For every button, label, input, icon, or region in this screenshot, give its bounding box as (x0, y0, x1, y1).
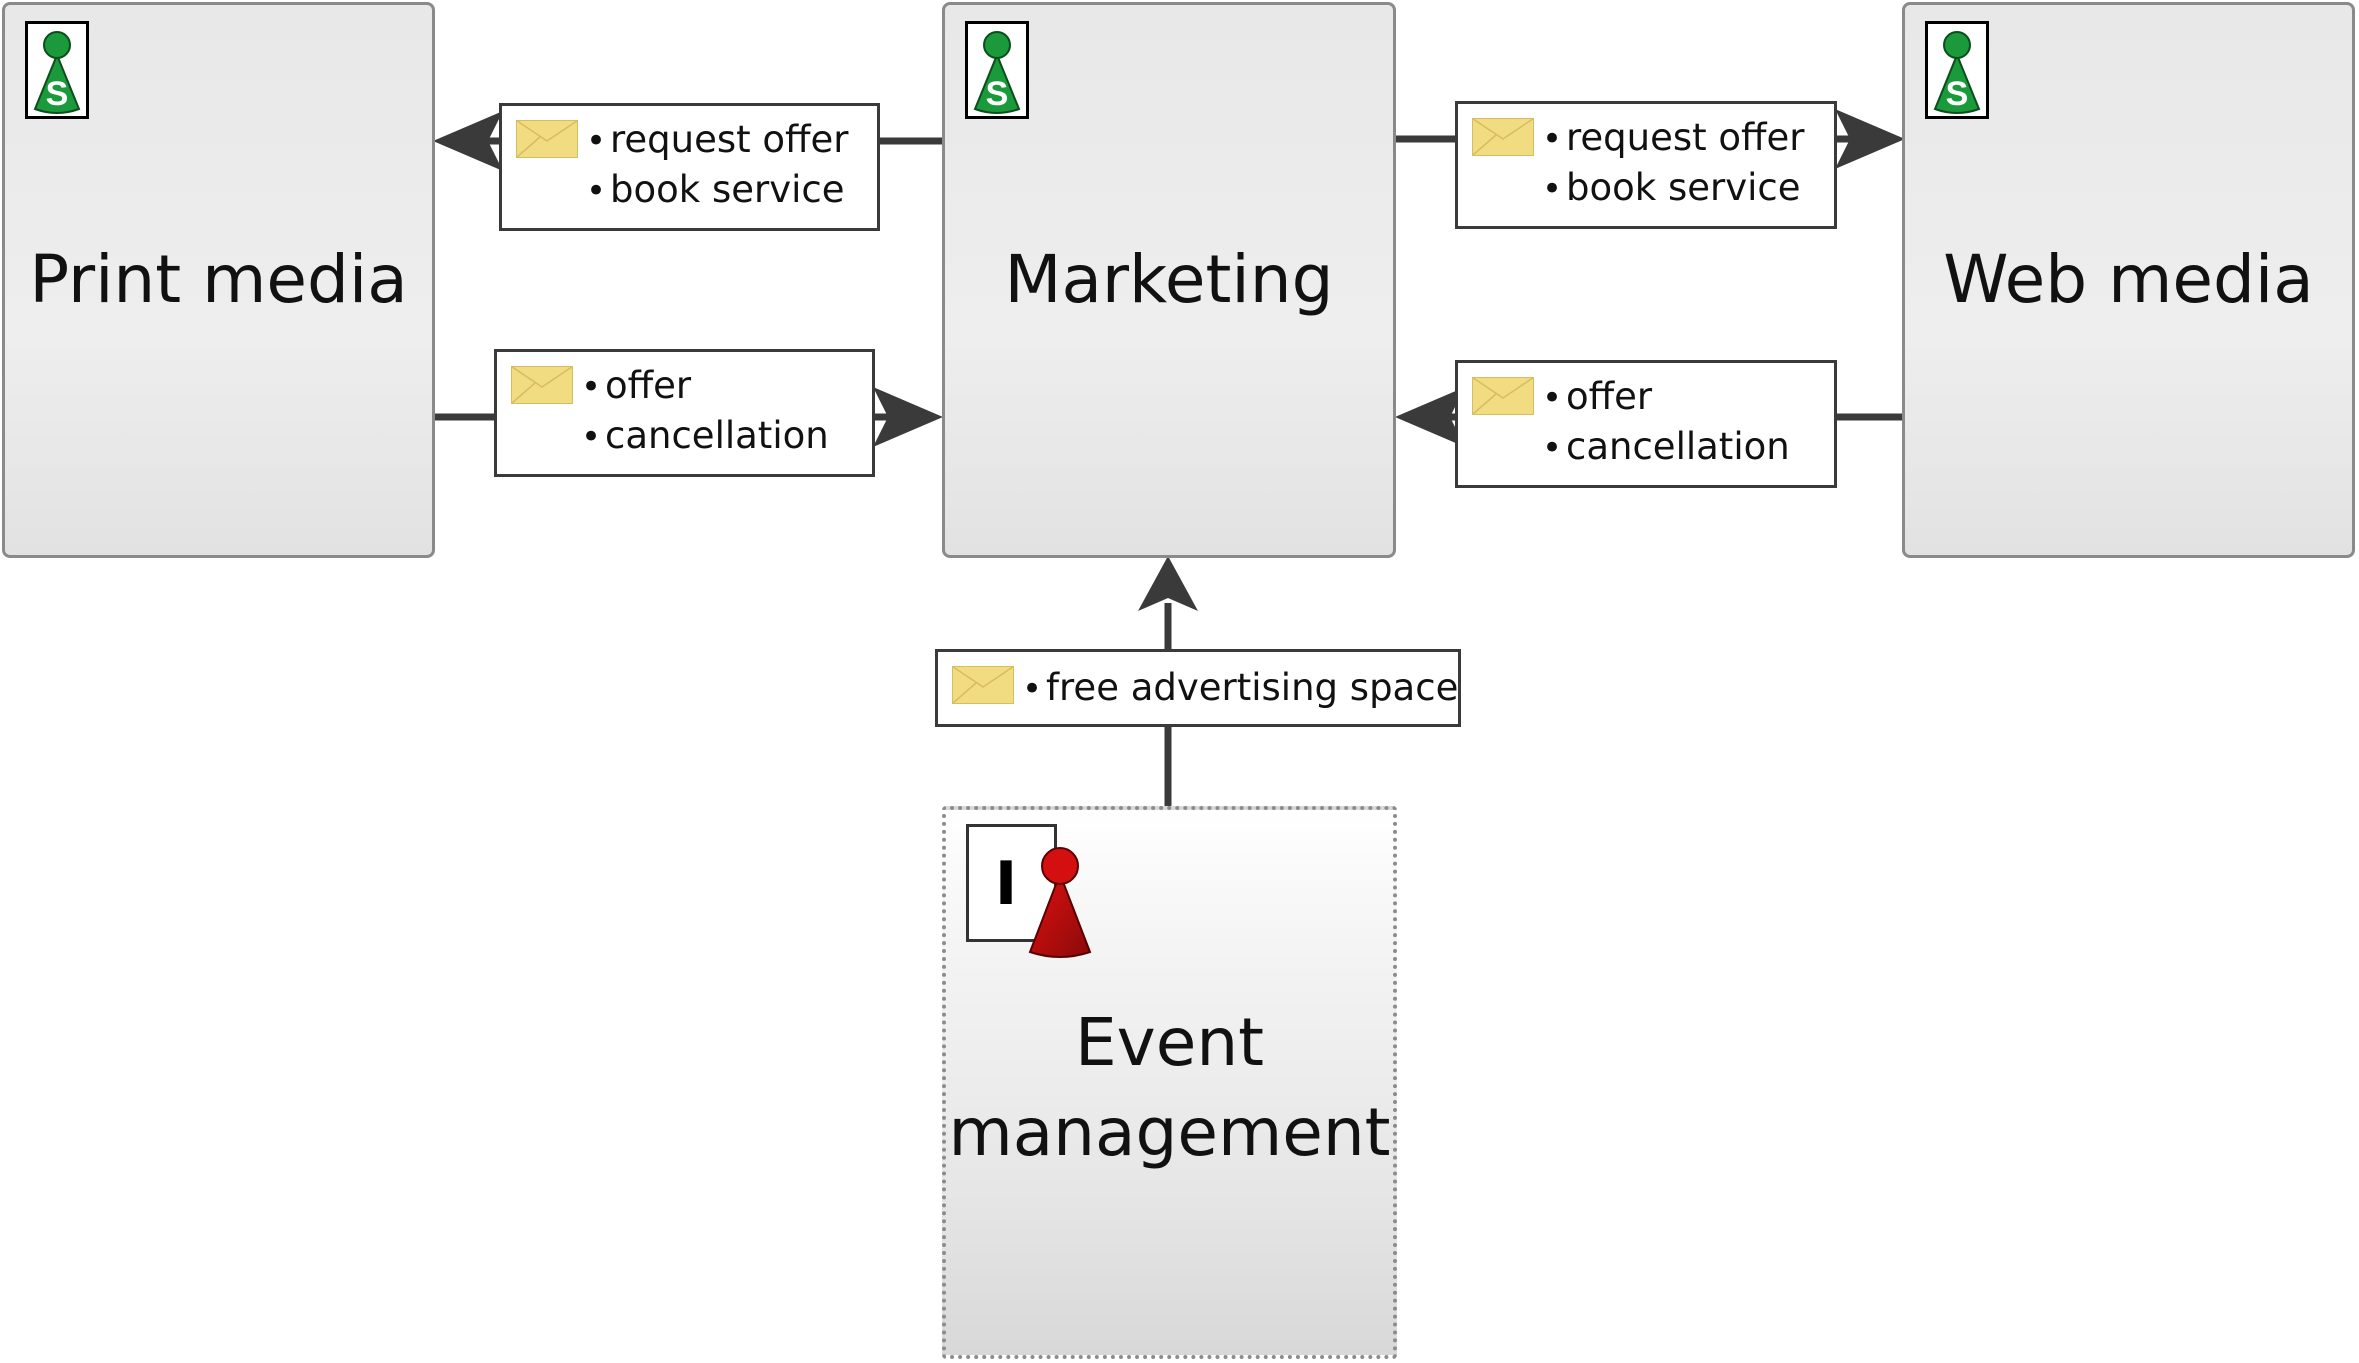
message-item: free advertising space (1018, 666, 1458, 711)
message-box-print-to-marketing[interactable]: offer cancellation (494, 349, 875, 477)
message-item: offer (577, 364, 691, 409)
arrowhead-print (433, 111, 503, 171)
message-item: offer (1538, 375, 1652, 420)
envelope-icon (511, 366, 573, 404)
message-item: request offer (582, 118, 849, 163)
message-item: cancellation (577, 414, 829, 459)
message-box-marketing-to-print[interactable]: request offer book service (499, 103, 880, 231)
envelope-icon (952, 666, 1014, 704)
message-box-event-to-marketing[interactable]: free advertising space (935, 649, 1461, 727)
subject-print-media[interactable]: S Print media (2, 2, 435, 558)
subject-web-media[interactable]: S Web media (1902, 2, 2355, 558)
message-box-marketing-to-web[interactable]: request offer book service (1455, 101, 1837, 229)
message-item: book service (1538, 166, 1800, 211)
subject-title: Print media (29, 241, 408, 318)
message-item: cancellation (1538, 425, 1790, 470)
svg-text:S: S (1946, 75, 1969, 113)
subject-event-management[interactable]: I Event management (942, 806, 1397, 1359)
message-item: request offer (1538, 116, 1805, 161)
message-box-web-to-marketing[interactable]: offer cancellation (1455, 360, 1837, 488)
arrowhead-marketing-bottom (1138, 556, 1198, 611)
envelope-icon (1472, 377, 1534, 415)
arrowhead-marketing-left (873, 387, 943, 447)
arrowhead-web (1835, 109, 1905, 169)
svg-text:S: S (986, 75, 1009, 113)
envelope-icon (1472, 118, 1534, 156)
envelope-icon (516, 120, 578, 158)
arrowhead-marketing-right (1395, 387, 1465, 447)
message-item: book service (582, 168, 844, 213)
subject-title: Web media (1943, 241, 2314, 318)
subject-marketing[interactable]: S Marketing (942, 2, 1396, 558)
subject-badge-icon: S (25, 21, 89, 119)
subject-title-line2: management (948, 1094, 1391, 1171)
interface-badge-icon: I (966, 824, 1096, 972)
subject-badge-icon: S (965, 21, 1029, 119)
subject-badge-icon: S (1925, 21, 1989, 119)
svg-text:I: I (995, 849, 1017, 919)
svg-text:S: S (46, 75, 69, 113)
subject-title: Marketing (1004, 241, 1334, 318)
subject-title-line1: Event (1074, 1004, 1265, 1081)
